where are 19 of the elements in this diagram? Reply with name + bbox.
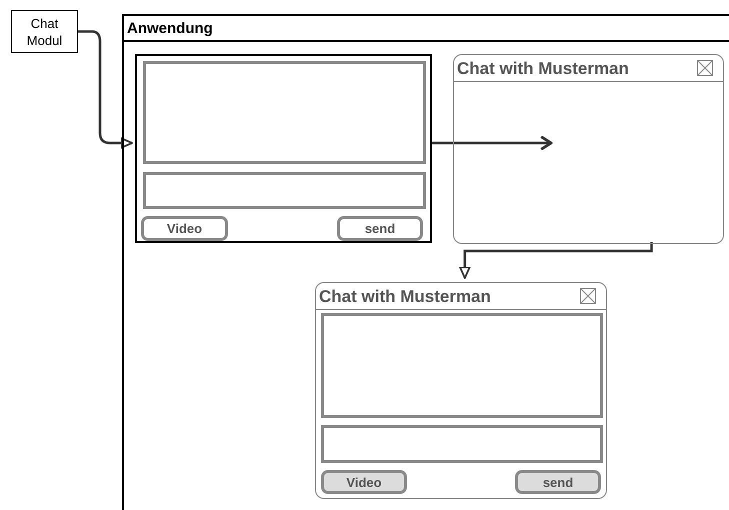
arrow <box>78 30 133 149</box>
chat-panel <box>135 54 432 243</box>
arrow <box>431 135 552 151</box>
send-button: send <box>515 470 601 494</box>
frame-title: Anwendung <box>127 20 213 37</box>
window-title: Chat with Musterman <box>319 287 491 307</box>
video-button: Video <box>321 470 407 494</box>
input-field <box>321 425 603 463</box>
chat-window <box>453 54 724 244</box>
send-button: send <box>337 216 423 241</box>
message-area <box>143 61 426 164</box>
module-label: Chat Modul <box>11 10 78 53</box>
message-area <box>321 313 603 418</box>
input-field <box>143 172 426 209</box>
arrow <box>459 242 653 279</box>
application-frame <box>122 14 729 510</box>
video-button: Video <box>141 216 228 241</box>
window-title: Chat with Musterman <box>457 59 629 79</box>
chat-window <box>315 282 607 499</box>
